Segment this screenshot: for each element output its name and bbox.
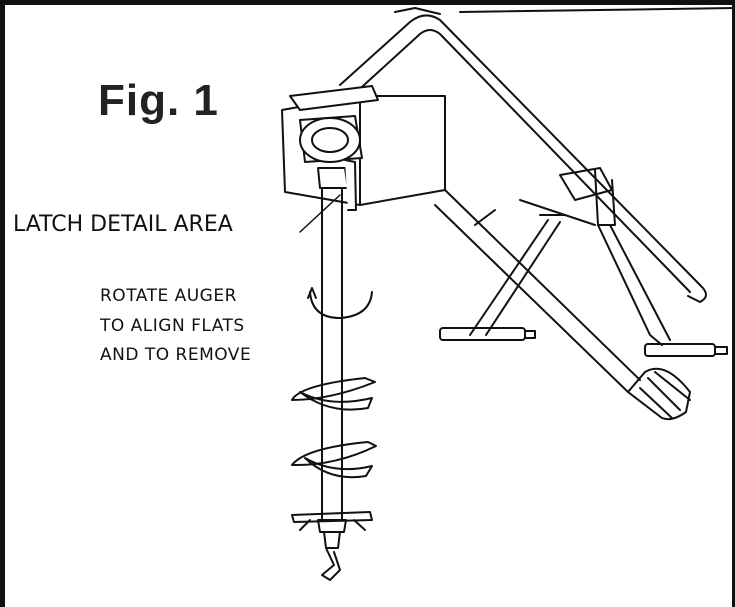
- instruction-line-2: TO ALIGN FLATS: [100, 316, 245, 336]
- boom-frame: [339, 7, 735, 303]
- latch-detail-callout: LATCH DETAIL AREA: [13, 212, 233, 237]
- gearbox: [281, 85, 446, 211]
- hitch-a-frame: [439, 167, 728, 357]
- instruction-line-3: AND TO REMOVE: [100, 345, 252, 365]
- figure-title: Fig. 1: [98, 76, 219, 125]
- rotation-arrow: [309, 291, 373, 319]
- callout-leader: [299, 194, 341, 233]
- instruction-line-1: ROTATE AUGER: [100, 286, 237, 306]
- auger-shaft: [291, 187, 377, 581]
- pto-driveline: [434, 189, 691, 421]
